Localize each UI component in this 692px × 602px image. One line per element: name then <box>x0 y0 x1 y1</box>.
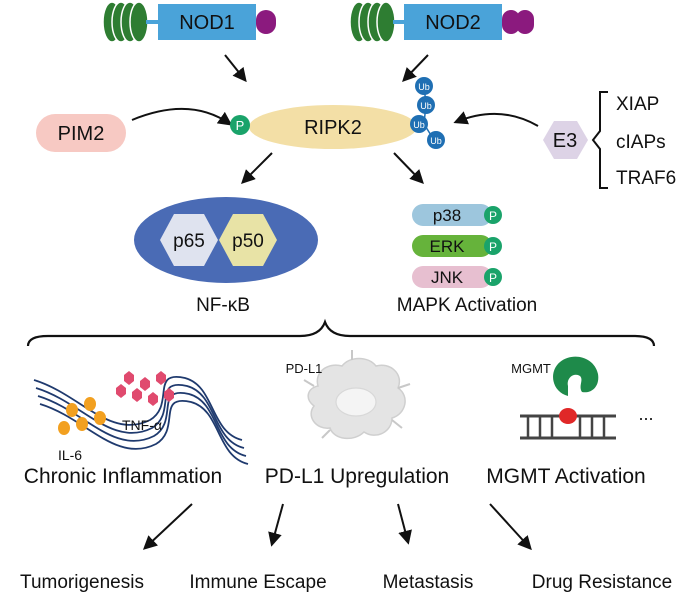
outcome-tumorigenesis: Tumorigenesis <box>20 572 144 593</box>
nod2-card-domain-2 <box>516 10 534 34</box>
p38-label: p38 <box>433 206 461 225</box>
p38-kinase: p38 P <box>412 204 502 226</box>
nod2-label: NOD2 <box>425 12 481 34</box>
nfkb-label: NF-κB <box>196 295 250 316</box>
e3-ligase-traf6: TRAF6 <box>616 168 676 189</box>
svg-text:P: P <box>489 209 497 223</box>
pdl1-tag: PD-L1 <box>286 361 323 376</box>
il6-label: IL-6 <box>58 447 82 463</box>
arrow-pim2-ripk2 <box>131 107 233 126</box>
nod2-receptor: NOD2 <box>349 1 534 43</box>
arrow-ripk2-mapk <box>393 152 424 185</box>
pim2-node: PIM2 <box>36 114 126 152</box>
erk-kinase: ERK P <box>412 235 502 257</box>
arrow-nod2-ripk2 <box>402 54 429 83</box>
nod1-card-domain <box>256 10 276 34</box>
outcome-drug-resistance: Drug Resistance <box>532 572 672 593</box>
mgmt-dna-illustration: MGMT <box>511 356 616 440</box>
nod2-lrr-domain <box>349 1 396 43</box>
p65-subunit <box>160 214 218 266</box>
arrow-to-immune-escape <box>268 503 284 547</box>
arrow-to-tumorigenesis <box>142 503 193 550</box>
pim2-label: PIM2 <box>58 123 105 145</box>
ripk2-label: RIPK2 <box>304 117 362 139</box>
svg-text:Ub: Ub <box>420 101 432 111</box>
svg-text:Ub: Ub <box>413 120 425 130</box>
tnf-alpha-label: TNF-α <box>122 417 162 433</box>
chronic-inflammation-label: Chronic Inflammation <box>24 465 222 488</box>
p50-label: p50 <box>232 231 264 252</box>
arrow-nod1-ripk2 <box>224 54 247 83</box>
erk-label: ERK <box>430 237 466 256</box>
nod1-receptor: NOD1 <box>102 1 276 43</box>
outcome-metastasis: Metastasis <box>383 572 474 593</box>
pdl1-upregulation-label: PD-L1 Upregulation <box>265 465 449 488</box>
mgmt-protein-icon <box>553 356 599 396</box>
pdl1-cell-illustration: PD-L1 <box>286 350 411 440</box>
arrow-ripk2-nfkb <box>241 152 273 184</box>
ub-icon-1: Ub <box>415 77 433 95</box>
ubiquitin-chain-icon: Ub Ub Ub Ub <box>410 77 445 149</box>
nod2-card-domain-1 <box>502 10 520 34</box>
nod1-nbd-domain <box>158 4 256 40</box>
arrow-to-drug-resistance <box>489 503 532 551</box>
e3-ligase-ciaps: cIAPs <box>616 132 666 153</box>
arrow-to-metastasis <box>397 503 412 545</box>
ub-icon-2: Ub <box>417 96 435 114</box>
jnk-kinase: JNK P <box>412 266 502 288</box>
e3-ligase-xiap: XIAP <box>616 94 659 115</box>
e3-label: E3 <box>553 130 577 152</box>
methyl-lesion-icon <box>559 408 577 424</box>
inflammation-illustration: TNF-α IL-6 <box>33 371 249 465</box>
ripk2-phospho-icon: P <box>230 115 250 135</box>
p65-label: p65 <box>173 231 205 252</box>
mgmt-activation-label: MGMT Activation <box>486 465 646 488</box>
p50-subunit <box>219 214 277 266</box>
outcome-immune-escape: Immune Escape <box>189 572 326 593</box>
e3-bracket <box>591 91 608 189</box>
ub-icon-3: Ub <box>410 115 428 133</box>
nfkb-complex: p65 p50 <box>134 197 318 283</box>
tnf-alpha-icon <box>116 371 174 406</box>
il6-icon <box>58 397 106 435</box>
nod1-label: NOD1 <box>179 12 235 34</box>
ripk2-node: RIPK2 <box>249 105 417 149</box>
arrow-e3-ripk2 <box>453 111 539 127</box>
mapk-label: MAPK Activation <box>397 295 537 316</box>
svg-text:Ub: Ub <box>418 82 430 92</box>
outputs-brace <box>26 318 656 347</box>
mgmt-tag: MGMT <box>511 361 551 376</box>
svg-text:P: P <box>236 118 245 133</box>
svg-text:Ub: Ub <box>430 136 442 146</box>
svg-text:P: P <box>489 240 497 254</box>
more-outputs: ... <box>638 404 653 424</box>
jnk-label: JNK <box>431 268 464 287</box>
svg-text:P: P <box>489 271 497 285</box>
e3-node: E3 <box>543 121 588 159</box>
nod1-lrr-domain <box>102 1 149 43</box>
nod2-nbd-domain <box>404 4 502 40</box>
ub-icon-4: Ub <box>427 131 445 149</box>
